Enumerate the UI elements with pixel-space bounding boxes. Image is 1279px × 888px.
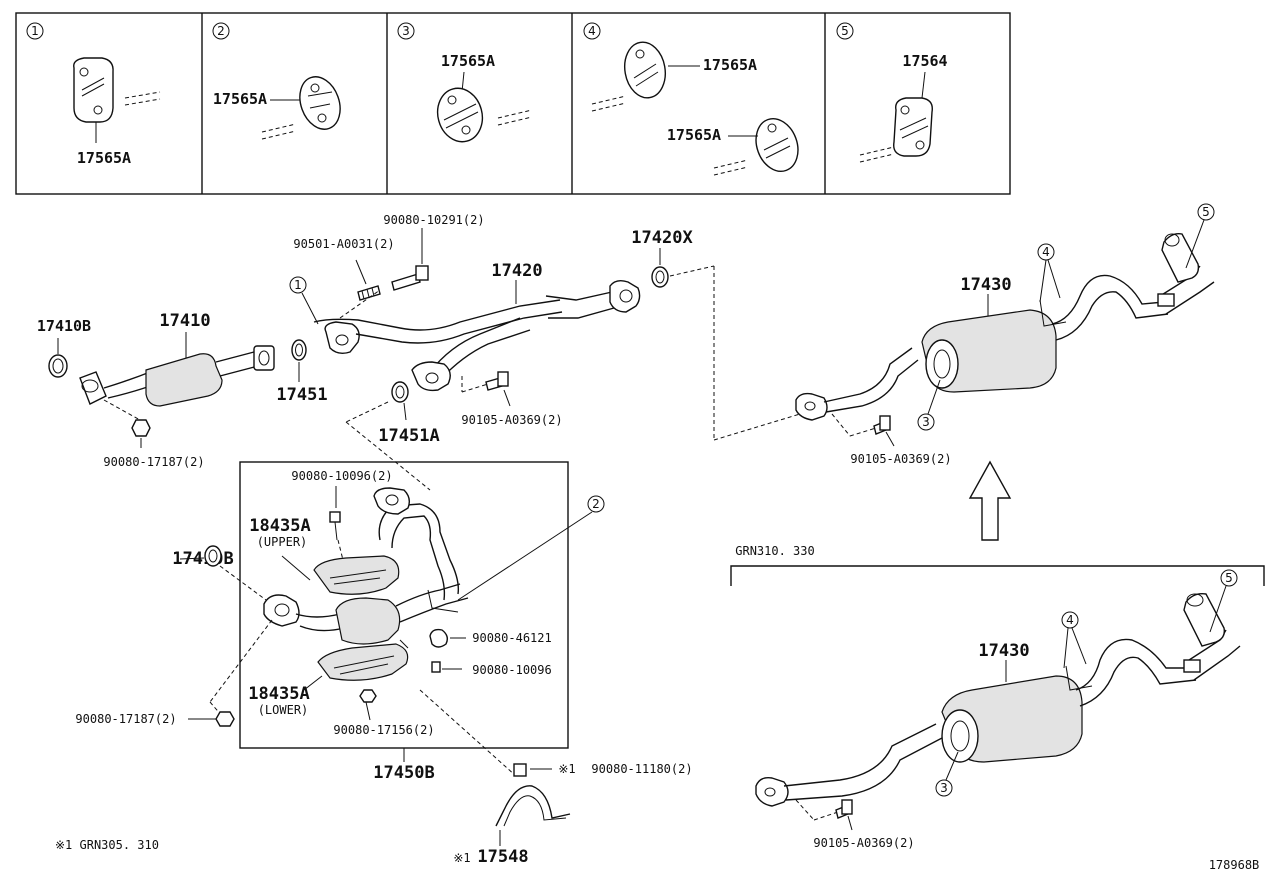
label-17548: 17548 (477, 847, 528, 867)
panel-3-part-number: 17565A (441, 52, 495, 70)
label-grn310-330: GRN310. 330 (735, 544, 814, 558)
hanger-17565a-icon (755, 118, 799, 172)
label-17420: 17420 (491, 261, 542, 281)
label-90080-10291: 90080-10291(2) (383, 213, 484, 227)
label-17430-bottom: 17430 (978, 641, 1029, 661)
callout-4-bottom: 4 (1066, 613, 1074, 627)
bolt-90105-right-icon (873, 415, 891, 435)
bolt-90080-11180-icon (513, 763, 527, 777)
label-lower: (LOWER) (258, 703, 309, 717)
label-upper: (UPPER) (257, 535, 308, 549)
nut-90080-17156-icon (359, 689, 377, 703)
label-17451: 17451 (276, 385, 327, 405)
label-90105-a0369-right: 90105-A0369(2) (850, 452, 951, 466)
hanger-17564-icon (893, 97, 933, 157)
front-pipe-assembly: 17410B 17410 17451 90080-17187(2) (37, 311, 328, 469)
footnote: ※1 GRN305. 310 (55, 838, 159, 852)
hanger-17565a-icon (436, 87, 484, 143)
bolt-90080-10096-icon (431, 661, 441, 673)
bracket-17548-icon (495, 785, 571, 827)
label-90080-17187-mid: 90080-17187(2) (75, 712, 176, 726)
panel-4-part-number-lower: 17565A (667, 126, 721, 144)
callout-3-bottom: 3 (940, 781, 948, 795)
panel-4-part-number-upper: 17565A (703, 56, 757, 74)
label-18435a-lower: 18435A (248, 684, 309, 704)
nut-90080-17187-icon (131, 419, 151, 437)
diagram-id: 178968B (1209, 858, 1260, 872)
nut-90080-17187-mid-icon (215, 711, 235, 727)
panel-4-number: 4 (588, 24, 596, 38)
tail-pipe-bottom: 17430 4 5 3 90105-A0369(2) (755, 569, 1241, 850)
label-90080-10096: 90080-10096 (472, 663, 551, 677)
converter-17450b-icon (263, 487, 469, 645)
stud-90501-icon (357, 285, 381, 301)
label-17410: 17410 (159, 311, 210, 331)
panel-3: 3 17565A (397, 22, 533, 143)
label-17430-top: 17430 (960, 275, 1011, 295)
label-90080-10096-top: 90080-10096(2) (291, 469, 392, 483)
gasket-17451-icon (291, 339, 307, 361)
callout-4-top: 4 (1042, 245, 1050, 259)
mark-1-bracket: ※1 (453, 851, 470, 865)
callout-1: 1 (294, 278, 302, 292)
hanger-17565a-icon (624, 41, 666, 99)
arrow-up-icon (968, 460, 1012, 541)
label-17451a: 17451A (378, 426, 439, 446)
heat-insulator-upper-icon (313, 555, 400, 595)
callout-5-bottom: 5 (1225, 571, 1233, 585)
panel-5-number: 5 (841, 24, 849, 38)
hanger-panels: 1 17565A 2 17565A (15, 12, 1011, 195)
label-90501-a0031: 90501-A0031(2) (293, 237, 394, 251)
label-90080-17156: 90080-17156(2) (333, 723, 434, 737)
callout-5-top: 5 (1202, 205, 1210, 219)
converter-box-17450b: 90080-10096(2) 18435A (UPPER) (172, 461, 605, 783)
gasket-17451a-icon (391, 381, 409, 403)
tail-pipe-top: 17430 4 5 3 90105-A0369(2) (795, 203, 1215, 466)
label-18435a-upper: 18435A (249, 516, 310, 536)
label-17450b: 17450B (373, 763, 434, 783)
panel-2-part-number: 17565A (213, 90, 267, 108)
panel-3-number: 3 (402, 24, 410, 38)
label-90105-a0369-bottom: 90105-A0369(2) (813, 836, 914, 850)
callout-3-top: 3 (922, 415, 930, 429)
converter-17410-icon (79, 345, 275, 407)
panel-1-number: 1 (31, 24, 39, 38)
panel-5: 5 17564 (836, 22, 948, 163)
label-90080-46121: 90080-46121 (472, 631, 551, 645)
callout-2: 2 (592, 497, 600, 511)
bolt-90080-10291-icon (391, 265, 429, 291)
gasket-17410b-mid-icon (204, 545, 222, 567)
mark-1: ※1 (558, 762, 575, 776)
label-90080-11180: 90080-11180(2) (591, 762, 692, 776)
panel-4: 4 17565A 17565A (583, 22, 799, 176)
hanger-17565a-icon (299, 76, 341, 130)
bolt-90105-bottom-icon (835, 799, 853, 819)
label-90080-17187-top: 90080-17187(2) (103, 455, 204, 469)
bolt-90080-10096-top-icon (329, 511, 341, 541)
label-90105-a0369-mid: 90105-A0369(2) (461, 413, 562, 427)
panel-2-number: 2 (217, 24, 225, 38)
gasket-17420x-icon (651, 266, 669, 288)
panel-1-part-number: 17565A (77, 149, 131, 167)
panel-2: 2 17565A (212, 22, 341, 140)
pipe-17420-icon (313, 279, 641, 392)
center-pipe-assembly: 1 90501-A0031(2) 90080-10291(2) (289, 213, 693, 491)
gasket-17410b-icon (48, 354, 68, 378)
muffler-17430-bottom-icon (755, 592, 1241, 807)
bolt-90105-mid-icon (485, 371, 509, 391)
clamp-90080-46121-icon (429, 628, 449, 648)
hanger-17565a-icon (73, 57, 114, 123)
label-17410b-top: 17410B (37, 317, 91, 335)
label-17420x: 17420X (631, 228, 693, 248)
panel-5-part-number: 17564 (902, 52, 947, 70)
panel-1: 1 17565A (26, 22, 161, 167)
muffler-17430-top-icon (795, 232, 1215, 421)
